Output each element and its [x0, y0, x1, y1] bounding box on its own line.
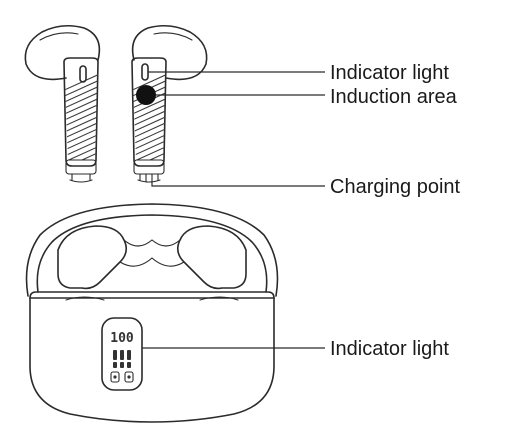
left-earbud — [24, 24, 101, 183]
right-earbud — [131, 24, 208, 183]
callout-leaders — [142, 71, 325, 349]
label-induction-area: Induction area — [330, 86, 458, 108]
right-indicator-light — [141, 63, 149, 81]
label-earbud-indicator-light: Indicator light — [330, 62, 449, 84]
left-bud-status-icon — [110, 371, 120, 383]
charging-point-contact — [145, 173, 153, 183]
case-display-window — [101, 317, 143, 391]
charging-case: 100 — [25, 203, 279, 423]
right-bud-status-icon — [124, 371, 134, 383]
label-charging-point: Charging point — [330, 176, 461, 198]
battery-digits: 100 — [110, 331, 134, 346]
induction-area-dot — [136, 85, 156, 105]
label-case-indicator-light: Indicator light — [330, 338, 449, 360]
left-indicator-light — [79, 65, 87, 83]
case-indicator-segments — [113, 350, 131, 368]
leader-charging-point — [151, 182, 325, 187]
